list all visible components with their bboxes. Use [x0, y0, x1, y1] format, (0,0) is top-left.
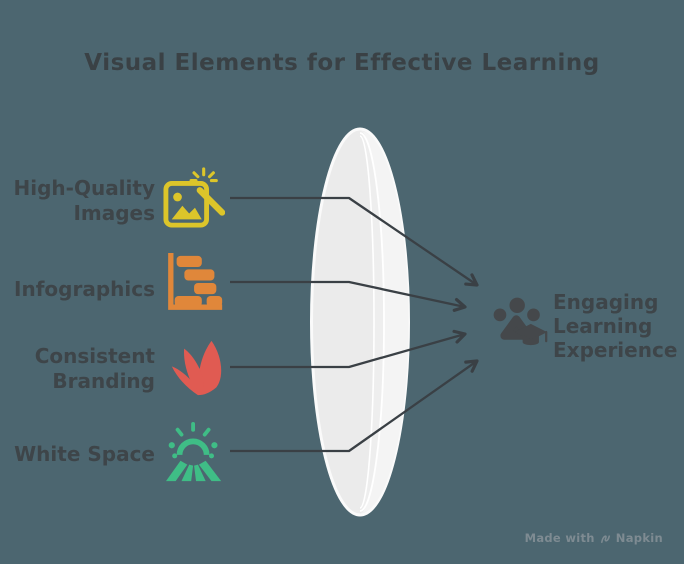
label-line: Engaging	[553, 290, 659, 314]
label-line: White Space	[14, 442, 155, 466]
connector-white-space	[230, 359, 479, 453]
label-white-space: White Space	[14, 442, 155, 467]
sunrise-field-icon	[165, 421, 227, 487]
label-line: Infographics	[14, 277, 155, 301]
label-high-quality-images: High-Quality Images	[14, 176, 156, 226]
lens-shape	[310, 127, 410, 517]
napkin-watermark: Made with Napkin	[525, 531, 663, 545]
napkin-logo-icon	[599, 532, 612, 545]
connector-high-quality-images	[230, 196, 479, 287]
gantt-chart-icon	[165, 251, 227, 317]
image-sparkle-icon	[163, 167, 226, 233]
label-consistent-branding: Consistent Branding	[35, 344, 155, 394]
label-line: Experience	[553, 338, 678, 362]
page-title: Visual Elements for Effective Learning	[84, 50, 600, 76]
label-line: Consistent	[34, 344, 155, 368]
paw-graduation-icon	[490, 292, 548, 358]
connector-consistent-branding	[230, 329, 467, 369]
label-line: Learning	[553, 314, 653, 338]
watermark-brand: Napkin	[615, 531, 663, 545]
label-infographics: Infographics	[14, 277, 155, 302]
watermark-prefix: Made with	[524, 531, 595, 545]
label-engaging-learning-experience: Engaging Learning Experience	[553, 290, 677, 362]
label-line: Branding	[52, 369, 155, 393]
book-pages-icon	[165, 337, 227, 403]
label-line: High-Quality	[13, 176, 156, 200]
label-line: Images	[73, 201, 155, 225]
connector-infographics	[230, 280, 467, 312]
